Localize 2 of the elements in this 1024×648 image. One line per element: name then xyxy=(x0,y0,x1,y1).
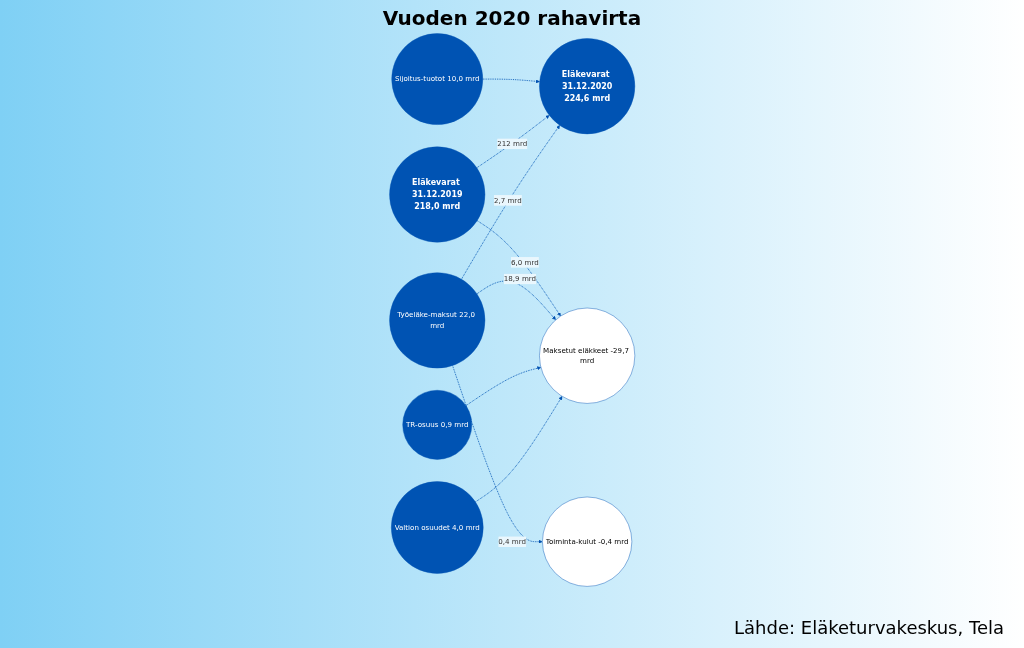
diagram-title: Vuoden 2020 rahavirta xyxy=(381,6,643,30)
source-note: Lähde: Eläketurvakeskus, Tela xyxy=(734,617,1004,638)
